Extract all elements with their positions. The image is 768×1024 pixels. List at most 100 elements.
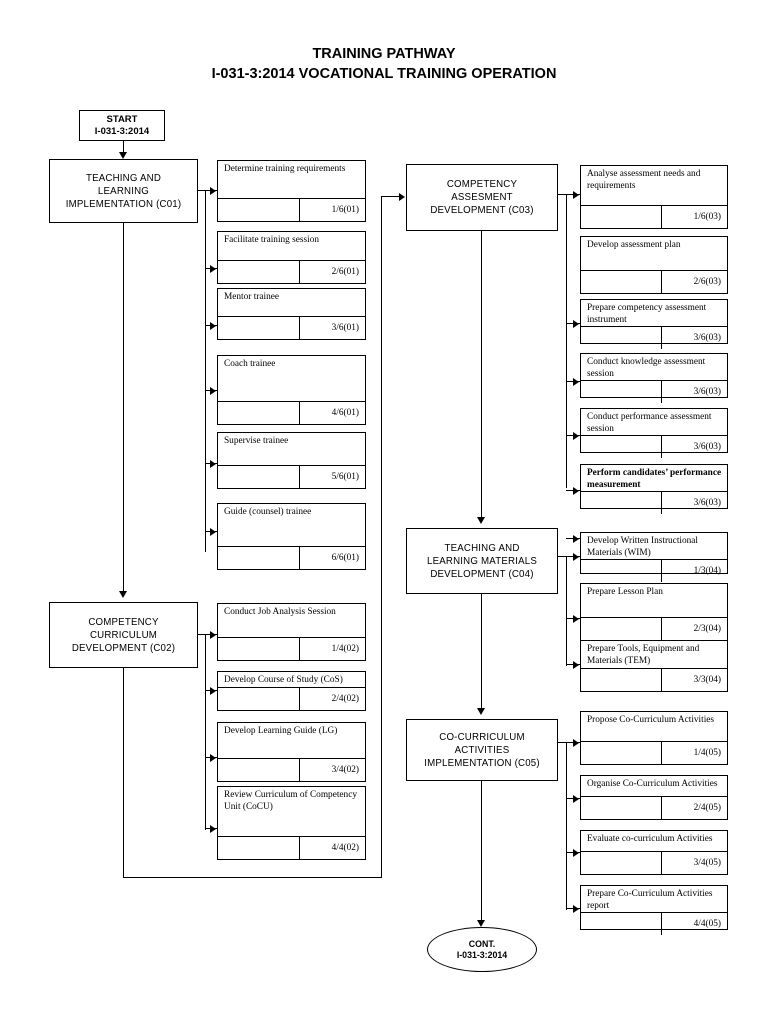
task-footer-left-cell (581, 742, 663, 764)
task-title: Prepare Tools, Equipment and Materials (… (587, 644, 700, 666)
task-box-c01-1[interactable]: Determine training requirements 1/6(01) (217, 160, 366, 222)
arrow-down-c05-end (476, 920, 485, 927)
task-footer-left-cell (218, 638, 300, 660)
process-c01[interactable]: TEACHING AND LEARNING IMPLEMENTATION (C0… (49, 159, 198, 223)
task-code: 1/6(03) (693, 212, 721, 222)
bus-c03-stub (558, 194, 566, 196)
task-footer: 2/4(05) (581, 796, 727, 819)
arrow-down-c03-c04 (476, 517, 485, 524)
task-box-c03-1[interactable]: Analyse assessment needs and requirement… (580, 165, 728, 229)
task-box-c04-3[interactable]: Prepare Tools, Equipment and Materials (… (580, 640, 728, 692)
branch-arrow-c01-4 (210, 386, 216, 395)
process-c04-line-2: LEARNING MATERIALS (426, 555, 537, 567)
branch-arrow-c01-3 (210, 321, 216, 330)
task-box-c04-1[interactable]: Develop Written Instructional Materials … (580, 532, 728, 583)
task-code: 3/4(02) (331, 765, 359, 775)
connector-start-to-c01 (123, 141, 125, 154)
branch-arrow-c03-4 (573, 431, 579, 440)
process-c05-line-2: ACTIVITIES (454, 744, 510, 756)
connector-c02-up-to-c03 (381, 196, 383, 878)
branch-arrow-c02-1 (210, 630, 216, 639)
branch-arrow-c05-3 (573, 848, 579, 857)
bus-c02-stub (198, 634, 206, 636)
branch-arrow-c02-2 (210, 686, 216, 695)
task-title: Prepare competency assessment instrument (587, 303, 707, 325)
task-title: Guide (counsel) trainee (224, 507, 312, 517)
process-c03[interactable]: COMPETENCY ASSESMENT DEVELOPMENT (C03) (406, 164, 558, 231)
process-c03-line-3: DEVELOPMENT (C03) (430, 205, 534, 216)
task-title: Determine training requirements (224, 164, 346, 174)
task-title: Evaluate co-curriculum Activities (587, 834, 713, 844)
branch-arrow-c01-6 (210, 527, 216, 536)
task-footer-left-cell (218, 759, 300, 781)
task-code: 1/4(05) (693, 748, 721, 758)
branch-arrow-c03-2 (573, 319, 579, 328)
task-box-c03-6[interactable]: Perform candidates’ performance measurem… (580, 464, 728, 515)
end-terminator[interactable]: CONT. I-031-3:2014 (427, 927, 537, 972)
title-line-1: TRAINING PATHWAY (312, 46, 456, 62)
connector-c01-to-c02 (123, 223, 125, 593)
task-footer: 5/6(01) (218, 465, 365, 488)
task-title: Develop Learning Guide (LG) (224, 726, 338, 736)
process-c04[interactable]: TEACHING AND LEARNING MATERIALS DEVELOPM… (406, 528, 558, 594)
task-title: Analyse assessment needs and requirement… (587, 169, 701, 191)
branch-arrow-c01-5 (210, 459, 216, 468)
bus-c01-stub (198, 190, 206, 192)
arrow-down-c04-c05 (476, 708, 485, 715)
connector-c03-to-c04 (481, 231, 483, 519)
task-code: 1/4(02) (331, 644, 359, 654)
task-title: Coach trainee (224, 359, 276, 369)
task-footer: 1/3(04) (581, 559, 727, 583)
task-footer: 1/6(01) (218, 198, 365, 221)
connector-c04-to-c05 (481, 594, 483, 710)
connector-into-c03 (381, 196, 400, 198)
process-c05[interactable]: CO-CURRICULUM ACTIVITIES IMPLEMENTATION … (406, 719, 558, 781)
task-code: 5/6(01) (331, 472, 359, 482)
task-code: 2/6(01) (331, 267, 359, 277)
end-label: CONT. (468, 938, 496, 949)
task-footer-left-cell (218, 466, 300, 488)
process-c02-line-1: COMPETENCY (88, 616, 159, 628)
branch-arrow-c04-3 (573, 660, 579, 669)
bus-c04 (566, 556, 568, 666)
task-box-c03-3[interactable]: Prepare competency assessment instrument… (580, 299, 728, 350)
task-box-c02-3[interactable]: Develop Learning Guide (LG) 3/4(02) (217, 722, 366, 782)
task-box-c01-5[interactable]: Supervise trainee 5/6(01) (217, 432, 366, 489)
process-c03-line-2: ASSESMENT (451, 192, 513, 203)
task-title: Perform candidates’ performance measurem… (587, 468, 722, 490)
task-footer-left-cell (581, 913, 663, 936)
process-c01-line-3: IMPLEMENTATION (C01) (65, 198, 182, 210)
task-title: Supervise trainee (224, 436, 289, 446)
title-line-2: I-031-3:2014 VOCATIONAL TRAINING OPERATI… (211, 66, 557, 82)
task-footer: 3/6(03) (581, 491, 727, 515)
task-footer: 3/3(04) (581, 668, 727, 691)
task-code: 6/6(01) (331, 553, 359, 563)
start-code: I-031-3:2014 (94, 125, 150, 137)
task-title: Conduct knowledge assessment session (587, 357, 706, 379)
task-footer-left-cell (218, 317, 300, 339)
process-c02-line-2: CURRICULUM (89, 629, 158, 641)
task-title: Mentor trainee (224, 292, 279, 302)
task-code: 2/4(05) (693, 803, 721, 813)
branch-arrow-c01-2 (210, 264, 216, 273)
task-code: 2/3(04) (693, 624, 721, 634)
task-box-c02-2[interactable]: Develop Course of Study (CoS)2/4(02) (217, 671, 366, 711)
start-terminator[interactable]: START I-031-3:2014 (79, 110, 165, 141)
process-c02[interactable]: COMPETENCY CURRICULUM DEVELOPMENT (C02) (49, 602, 198, 668)
task-box-c02-4[interactable]: Review Curriculum of Competency Unit (Co… (217, 786, 366, 860)
connector-c05-to-end (481, 781, 483, 922)
task-box-c01-6[interactable]: Guide (counsel) trainee 6/6(01) (217, 503, 366, 570)
